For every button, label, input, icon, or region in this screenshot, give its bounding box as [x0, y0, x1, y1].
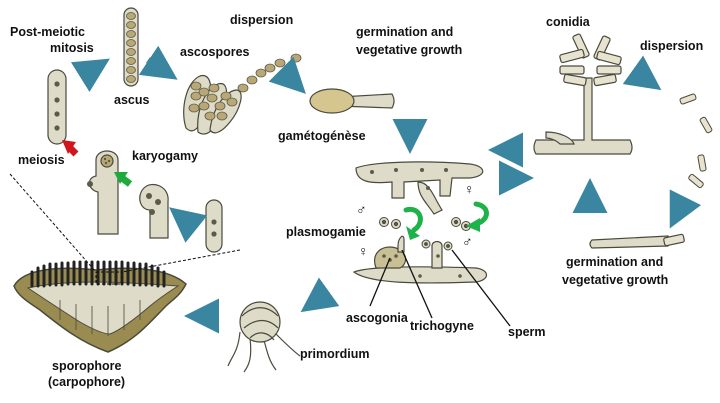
arrow-conidia-to-germination	[669, 189, 702, 229]
lower-hypha	[352, 235, 488, 284]
arrow-dispersion-to-germination	[268, 56, 306, 94]
male-symbol-right: ♂	[462, 233, 473, 249]
labels: Post-meiotic mitosis ascus dispersion as…	[10, 13, 703, 389]
karyogamy-arrow-head	[114, 172, 128, 184]
arrow-to-primordium	[300, 277, 340, 313]
sporophore-fruiting-body	[13, 260, 187, 353]
label-conidia: conidia	[546, 15, 591, 29]
label-post-meiotic: Post-meiotic	[10, 25, 85, 39]
label-primordium: primordium	[300, 347, 369, 361]
young-ascus-cell	[205, 199, 223, 253]
curved-arrow-head-1	[406, 226, 420, 240]
label-plasmogamie: plasmogamie	[286, 225, 366, 239]
label-trichogyne: trichogyne	[410, 319, 474, 333]
label-dispersion-left: dispersion	[230, 13, 293, 27]
label-meiosis: meiosis	[18, 153, 65, 167]
female-symbol-left: ♀	[358, 243, 369, 259]
post-meiotic-ascus	[123, 7, 139, 87]
karyogamy-arrow	[119, 175, 133, 187]
sex-symbols: ♂ ♀ ♀ ♂	[356, 181, 475, 259]
dispersing-conidia	[679, 93, 713, 189]
arrow-to-karyogamy-stage	[169, 207, 208, 243]
meiosis-ascus	[47, 69, 67, 145]
meiosis-arrow-head	[62, 140, 76, 154]
label-germination-bottom-2: vegetative growth	[562, 273, 668, 287]
pointer-sperm	[451, 249, 511, 327]
label-sperm: sperm	[508, 325, 546, 339]
germinating-spore	[309, 88, 395, 114]
label-dispersion-right: dispersion	[640, 39, 703, 53]
ascospore-cluster	[183, 74, 242, 135]
label-ascogonia: ascogonia	[346, 311, 409, 325]
upper-hypha	[355, 161, 484, 215]
pointer-ascogonia	[369, 257, 391, 307]
arrow-conidia-dispersion	[622, 55, 662, 91]
cycle-arrows	[70, 45, 702, 334]
label-mitosis: mitosis	[50, 41, 94, 55]
sperm-cells	[379, 217, 471, 251]
female-symbol-right: ♀	[464, 181, 475, 197]
arrow-ascus-to-ascospores	[138, 45, 178, 80]
male-symbol-left: ♂	[356, 201, 367, 217]
dikaryotic-crozier	[139, 183, 169, 239]
conidiophore	[533, 33, 633, 155]
primordium-structure	[227, 301, 301, 373]
zoom-guide-lines	[9, 173, 241, 285]
label-sporophore: sporophore	[52, 359, 121, 373]
label-gametogenese: gamétogénèse	[278, 129, 366, 143]
label-germination-top-1: germination and	[356, 25, 453, 39]
dispersing-spores	[237, 53, 302, 93]
label-karyogamy: karyogamy	[132, 149, 198, 163]
curved-arrow-head-2	[466, 218, 480, 232]
label-ascus: ascus	[114, 93, 149, 107]
label-carpophore: (carpophore)	[48, 375, 125, 389]
germinating-conidium	[589, 233, 685, 249]
label-ascospores: ascospores	[180, 45, 250, 59]
pointer-trichogyne	[401, 249, 433, 319]
label-germination-top-2: vegetative growth	[356, 43, 462, 57]
label-germination-bottom-1: germination and	[566, 255, 663, 269]
karyogamy-cell	[87, 150, 119, 235]
arrow-to-post-meiotic	[70, 58, 110, 92]
pointer-lines	[369, 249, 511, 327]
